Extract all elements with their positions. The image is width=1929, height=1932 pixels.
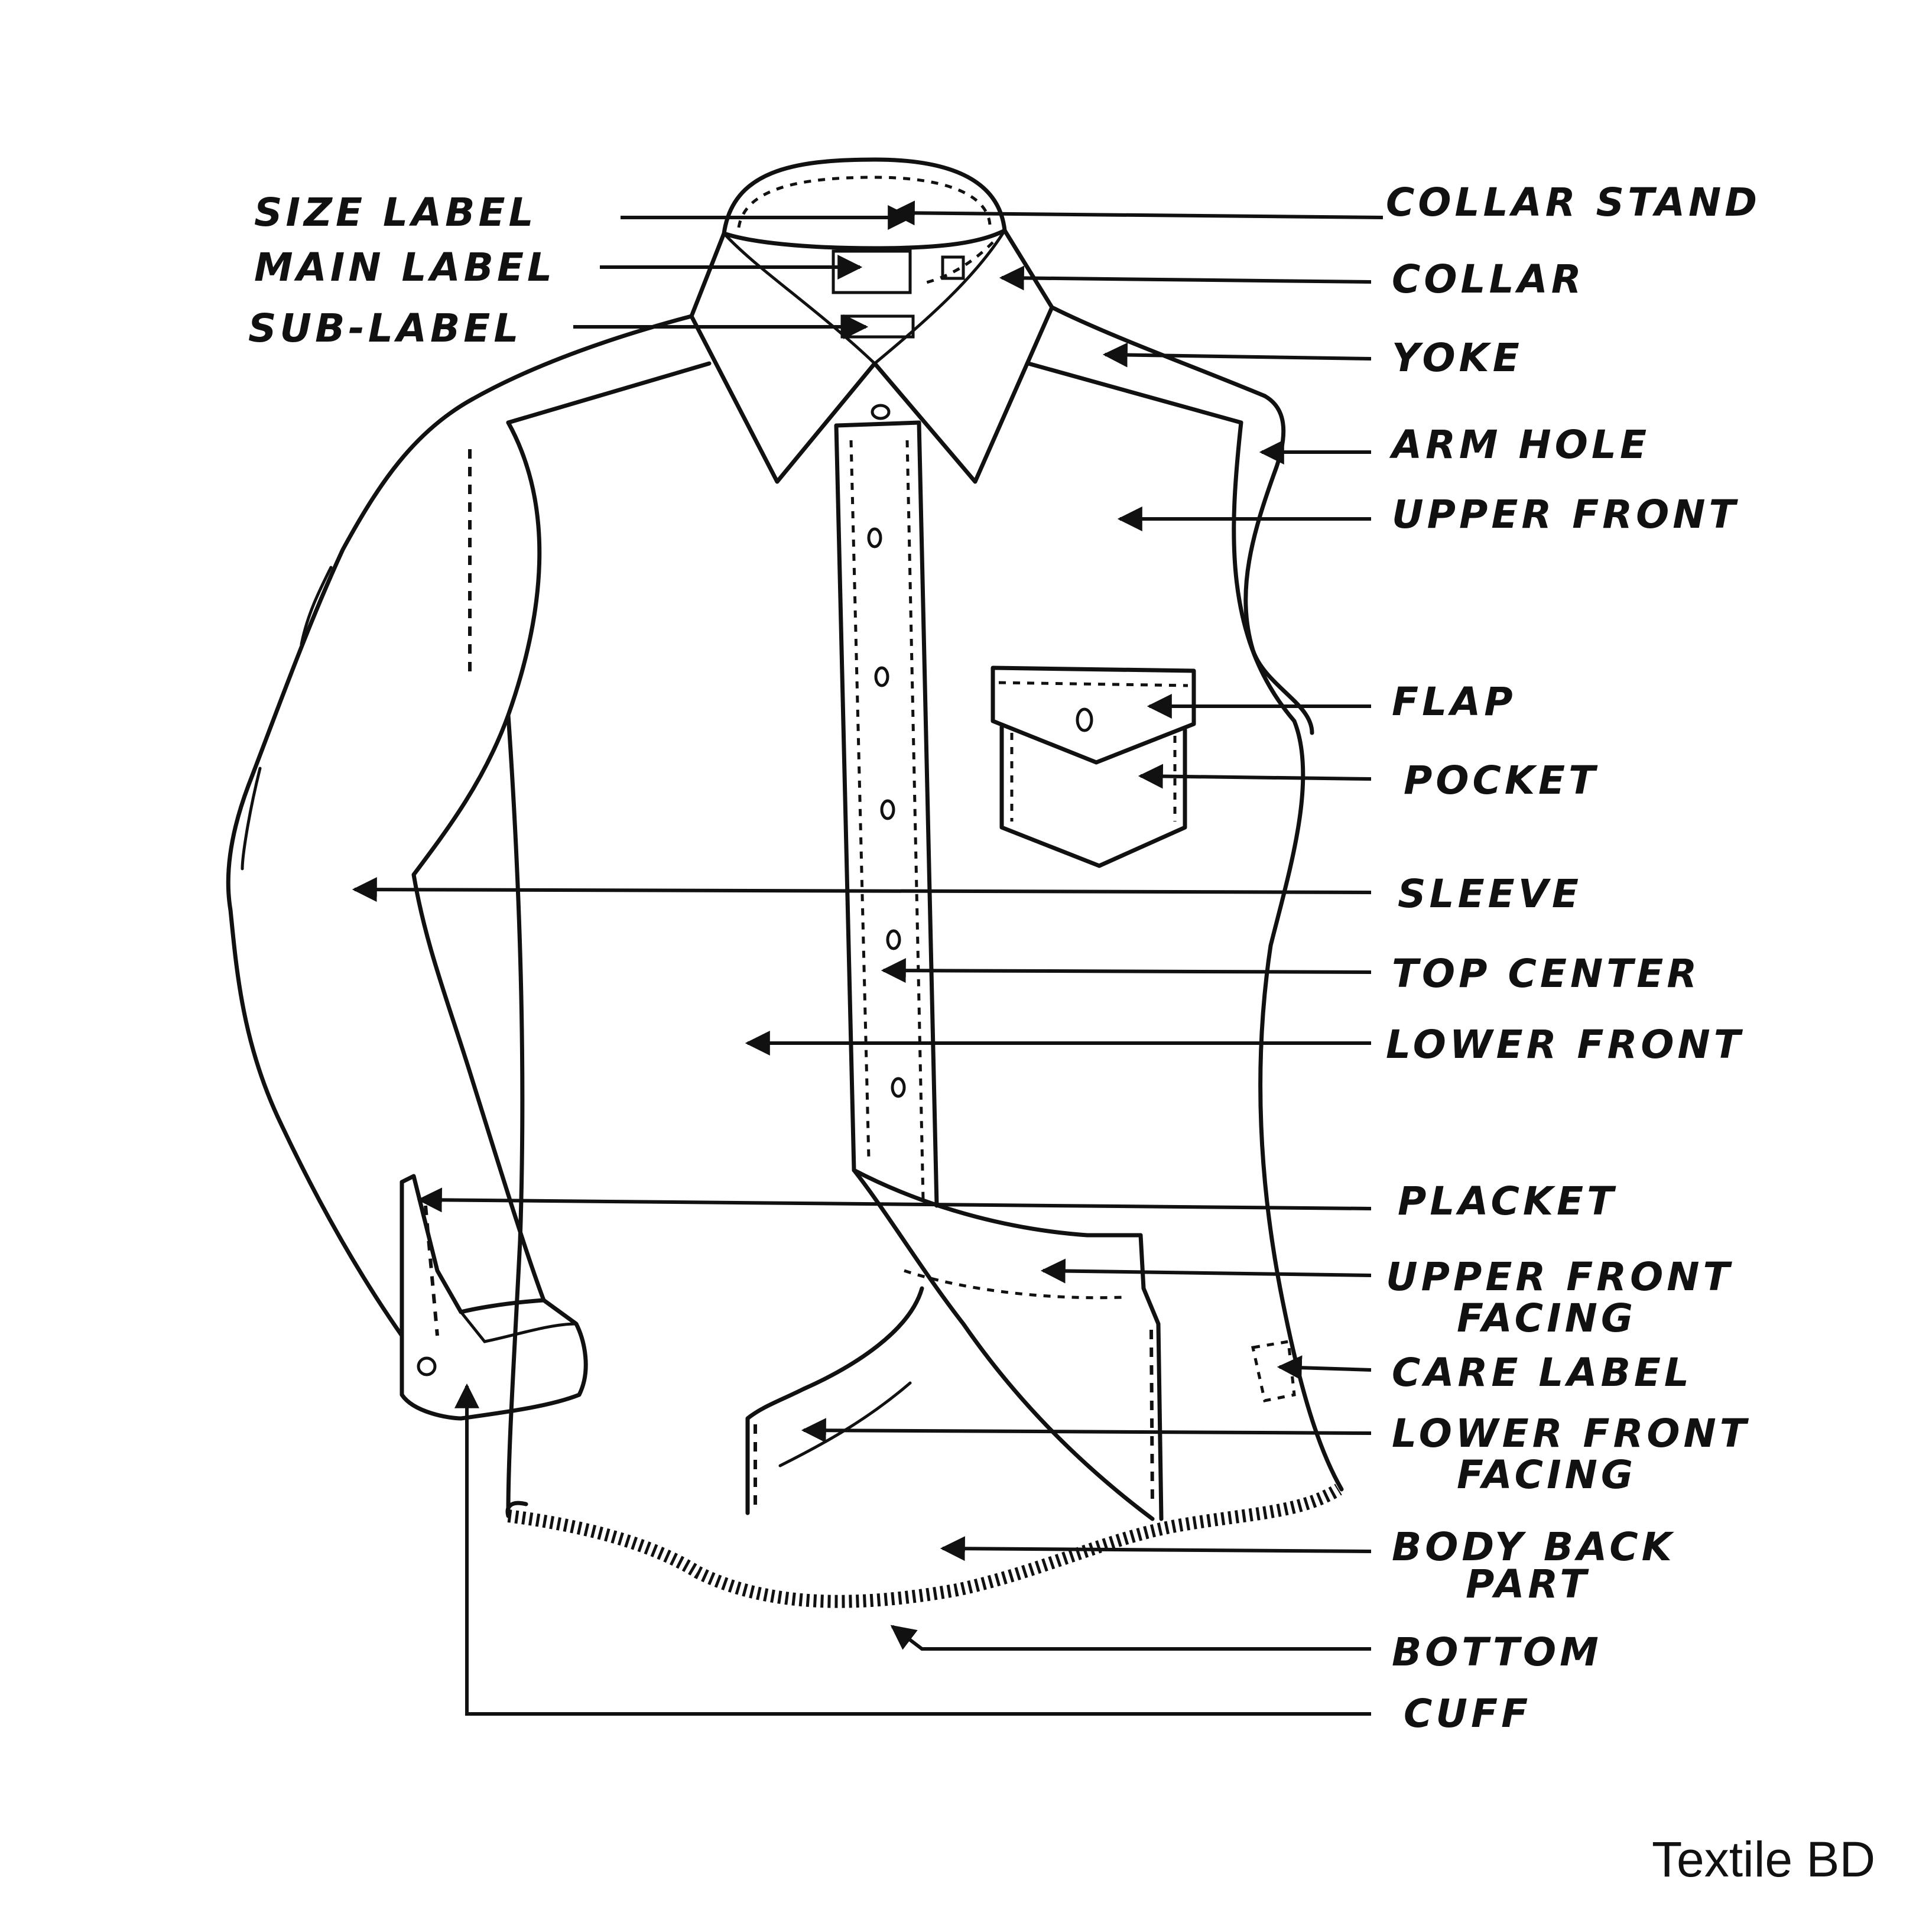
label-placket: PLACKET (1398, 1178, 1617, 1224)
upper-front-facing-right (1138, 1233, 1164, 1521)
cuff-button (417, 1356, 437, 1376)
lower-front-facing-crease (778, 1381, 912, 1467)
label-lower-front: LOWER FRONT (1386, 1022, 1744, 1067)
right-side-seam (1232, 420, 1344, 1492)
lower-front-fold (852, 1168, 1143, 1238)
label-lower-front-facing-2: FACING (1457, 1452, 1636, 1498)
leader-upper-front-facing (1040, 1258, 1372, 1284)
leader-care-label (1277, 1355, 1372, 1381)
upper-front-facing-edge (852, 1168, 1155, 1521)
label-upper-front-facing-1: UPPER FRONT (1386, 1254, 1733, 1300)
sleeve-inner (411, 420, 546, 1303)
collar-left-inner (722, 232, 876, 365)
collar-stand-shape (722, 157, 1007, 251)
bottom-hem-stitch (507, 1483, 1342, 1608)
placket-button-2 (874, 666, 889, 687)
leader-collar-stand (889, 200, 1384, 226)
collar-stand-stitching (737, 176, 992, 228)
placket-button-4 (886, 929, 901, 950)
leader-lines (352, 200, 1384, 1716)
placket-left-edge (834, 423, 856, 1173)
leader-lower-front-facing (801, 1418, 1372, 1443)
label-upper-front: UPPER FRONT (1392, 492, 1739, 537)
leader-cuff (454, 1383, 1371, 1716)
placket-top (834, 420, 921, 428)
left-yoke-seam (506, 361, 712, 425)
cuff-shape (400, 1174, 588, 1421)
pocket-shape (999, 725, 1187, 868)
part-labels: SIZE LABEL MAIN LABEL SUB-LABEL COLLAR S… (248, 180, 1761, 1736)
leader-placket (417, 1187, 1372, 1213)
cuff-fold (459, 1310, 578, 1343)
label-main-label: MAIN LABEL (254, 245, 556, 290)
collar-stitch-right (921, 241, 994, 285)
collar-button (871, 404, 891, 420)
placket-button-1 (867, 527, 882, 548)
label-care-label: CARE LABEL (1392, 1350, 1693, 1395)
label-upper-front-facing-2: FACING (1457, 1295, 1636, 1341)
main-label-shape (832, 249, 912, 294)
lower-front-facing-edge (745, 1286, 924, 1515)
label-size-label: SIZE LABEL (254, 190, 537, 235)
sleeve-crease (300, 566, 333, 646)
label-pocket: POCKET (1404, 758, 1599, 803)
label-collar: COLLAR (1392, 256, 1585, 302)
label-bottom: BOTTOM (1392, 1629, 1602, 1675)
bottom-hem-outline (505, 1501, 528, 1518)
small-tag-shape (941, 255, 965, 280)
right-yoke-seam (1026, 361, 1243, 425)
leader-bottom (890, 1625, 1371, 1651)
collar-right-inner (873, 229, 1006, 365)
label-sleeve: SLEEVE (1398, 871, 1582, 917)
leader-yoke (1102, 342, 1372, 368)
sleeve-outer (226, 397, 475, 1338)
sleeve-crease-2 (241, 767, 262, 871)
sleeve-placket-stitch (424, 1205, 439, 1336)
placket-button-3 (880, 799, 895, 820)
watermark: Textile BD (1652, 1832, 1875, 1887)
leader-collar (999, 265, 1372, 291)
label-yoke: YOKE (1392, 335, 1523, 381)
flap-shape (991, 665, 1196, 765)
label-collar-stand: COLLAR STAND (1386, 180, 1761, 225)
flap-stitch (998, 681, 1188, 687)
flap-button (1076, 707, 1093, 732)
label-top-center: TOP CENTER (1392, 951, 1700, 996)
label-arm-hole: ARM HOLE (1389, 422, 1650, 467)
label-flap: FLAP (1392, 679, 1516, 725)
left-side-seam (506, 713, 525, 1515)
shirt-illustration (226, 157, 1344, 1608)
placket-stitch-left (849, 440, 871, 1159)
leader-top-center (881, 958, 1372, 983)
leader-body-back-part (940, 1536, 1372, 1561)
care-label-shape (1251, 1340, 1296, 1402)
arm-hole-seam (1243, 394, 1314, 735)
label-body-back-part-1: BODY BACK (1392, 1524, 1675, 1570)
label-lower-front-facing-1: LOWER FRONT (1392, 1411, 1750, 1456)
upper-front-facing-stitch (904, 1269, 1123, 1300)
leader-sleeve (352, 877, 1372, 902)
placket-right-edge (917, 420, 939, 1208)
upper-front-facing-right-hatch (1149, 1329, 1154, 1508)
leader-pocket (1138, 764, 1372, 789)
label-sub-label: SUB-LABEL (248, 306, 522, 351)
label-body-back-part-2: PART (1466, 1561, 1590, 1607)
placket-button-5 (891, 1077, 906, 1098)
right-shoulder-line (1050, 305, 1267, 398)
label-cuff: CUFF (1404, 1691, 1531, 1736)
